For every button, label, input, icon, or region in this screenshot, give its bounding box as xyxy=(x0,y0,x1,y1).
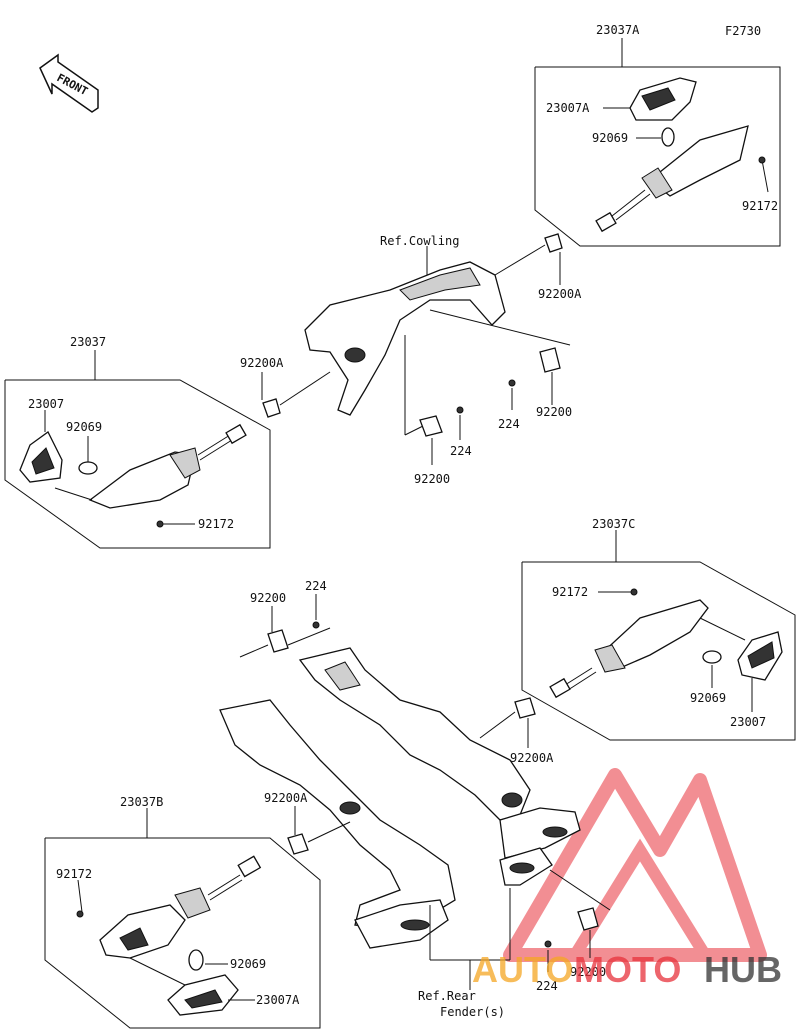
front-arrow-icon: FRONT xyxy=(39,53,99,113)
label-92200A-rear-right: 92200A xyxy=(510,751,554,765)
label-224-rear-lower: 224 xyxy=(536,979,558,993)
group-23037: 23037 23007 92069 92172 xyxy=(4,335,271,549)
watermark-moto: MOTO xyxy=(574,949,681,990)
label-23007A-rear-left: 23007A xyxy=(256,993,300,1007)
clip-92200-front-right: 224 92200 xyxy=(498,347,572,431)
watermark-auto: AUTO xyxy=(472,949,573,990)
group-23037C: 23037C 92172 92069 23007 xyxy=(521,517,796,741)
label-23037: 23037 xyxy=(70,335,106,349)
label-23007-front: 23007 xyxy=(28,397,64,411)
label-92069-rear-right: 92069 xyxy=(690,691,726,705)
label-ref-cowling: Ref.Cowling xyxy=(380,234,459,248)
autotmotohub-logo xyxy=(503,768,767,962)
label-23007-rear-right: 23007 xyxy=(730,715,766,729)
label-92069-front-right: 92069 xyxy=(592,131,628,145)
label-23037C: 23037C xyxy=(592,517,635,531)
label-224-rear-upper: 224 xyxy=(305,579,327,593)
label-92172-front-left: 92172 xyxy=(198,517,234,531)
label-92200-rear-upper: 92200 xyxy=(250,591,286,605)
watermark-hub: HUB xyxy=(704,949,782,990)
clip-92200-rear-lower: 224 92200 xyxy=(536,869,611,993)
label-23007A-front: 23007A xyxy=(546,101,590,115)
label-rear-fender: Fender(s) xyxy=(440,1005,505,1019)
label-92200-rear-lower: 92200 xyxy=(570,965,606,979)
label-92069-front-left: 92069 xyxy=(66,420,102,434)
label-92069-rear-left: 92069 xyxy=(230,957,266,971)
label-92172-rear-right: 92172 xyxy=(552,585,588,599)
clip-92200A-front-right: 92200A xyxy=(494,233,582,301)
cowling-bracket: Ref.Cowling xyxy=(304,234,571,436)
figure-code: F2730 xyxy=(725,24,761,38)
label-92200-front-center: 92200 xyxy=(414,472,450,486)
label-92172-rear-left: 92172 xyxy=(56,867,92,881)
label-ref-rear: Ref.Rear xyxy=(418,989,476,1003)
group-23037B: 23037B 92172 92069 23007A xyxy=(44,795,321,1029)
clip-92200A-rear-left: 92200A xyxy=(264,791,351,855)
clip-92200-front-center: 224 92200 xyxy=(414,406,472,486)
label-92200-front-right: 92200 xyxy=(536,405,572,419)
watermark-text: AUTO MOTO HUB xyxy=(472,949,782,990)
group-23037A: 23037A 23007A 92069 92172 xyxy=(534,23,781,247)
clip-92200A-front-left: 92200A xyxy=(240,356,331,418)
label-224-front-center: 224 xyxy=(450,444,472,458)
label-23037B: 23037B xyxy=(120,795,163,809)
label-23037A: 23037A xyxy=(596,23,640,37)
label-92200A-front-left: 92200A xyxy=(240,356,284,370)
label-224-front-right: 224 xyxy=(498,417,520,431)
rear-bracket-upper xyxy=(298,647,581,859)
label-92200A-rear-left: 92200A xyxy=(264,791,308,805)
clip-92200A-rear-right: 92200A xyxy=(479,697,554,765)
clip-92200-rear-upper: 224 92200 xyxy=(239,579,331,658)
rear-bracket-lower xyxy=(219,699,553,949)
label-92172-front-right: 92172 xyxy=(742,199,778,213)
label-92200A-front-right: 92200A xyxy=(538,287,582,301)
